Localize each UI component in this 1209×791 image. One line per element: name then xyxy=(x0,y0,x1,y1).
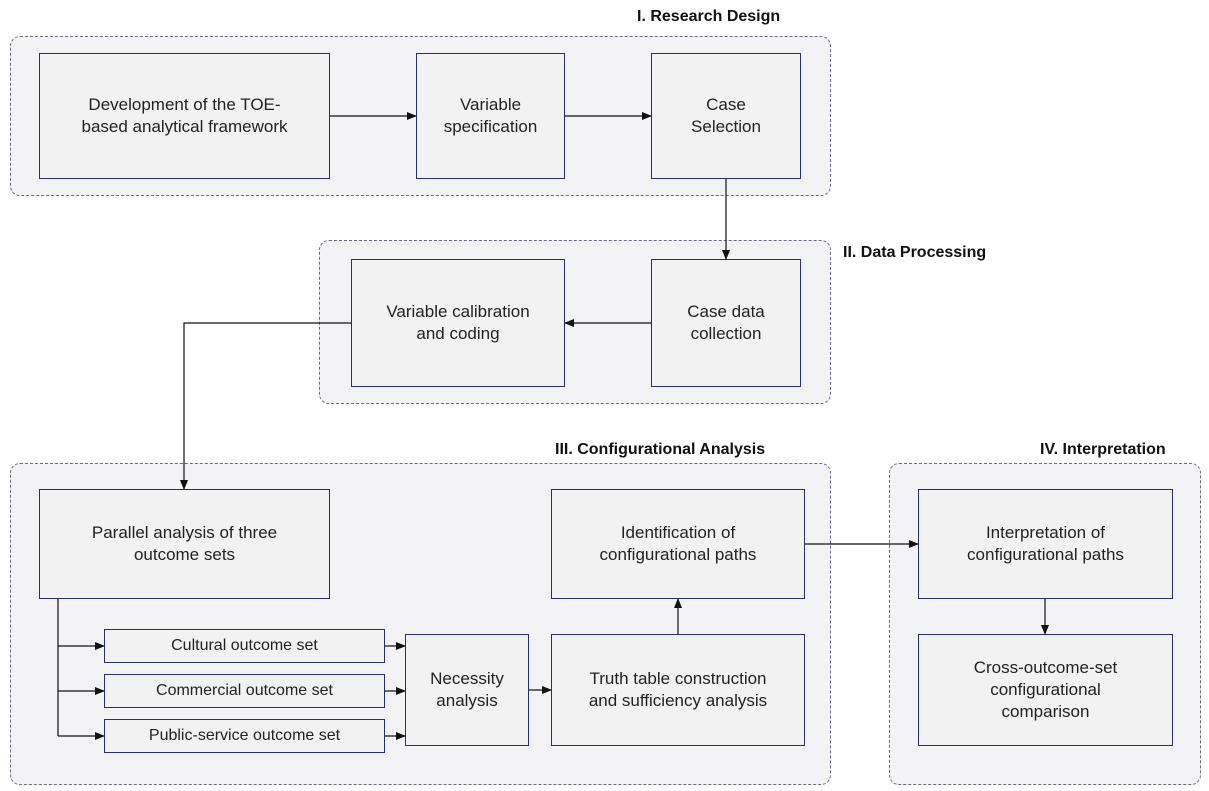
node-public-service-outcome-set: Public-service outcome set xyxy=(104,719,385,753)
node-variable-calibration: Variable calibration and coding xyxy=(351,259,565,387)
node-case-data-collection: Case data collection xyxy=(651,259,801,387)
node-case-selection: Case Selection xyxy=(651,53,801,179)
node-cross-comparison: Cross-outcome-set configurational compar… xyxy=(918,634,1173,746)
phase-title-interpretation: IV. Interpretation xyxy=(1040,441,1166,458)
node-variable-specification: Variable specification xyxy=(416,53,565,179)
phase-title-research-design: I. Research Design xyxy=(637,8,781,25)
phase-title-configurational-analysis: III. Configurational Analysis xyxy=(555,441,766,458)
node-identification-paths: Identification of configurational paths xyxy=(551,489,805,599)
node-interpretation-paths: Interpretation of configurational paths xyxy=(918,489,1173,599)
node-toe-framework: Development of the TOE- based analytical… xyxy=(39,53,330,179)
node-necessity-analysis: Necessity analysis xyxy=(405,634,529,746)
phase-title-data-processing: II. Data Processing xyxy=(843,244,987,261)
node-cultural-outcome-set: Cultural outcome set xyxy=(104,629,385,663)
node-commercial-outcome-set: Commercial outcome set xyxy=(104,674,385,708)
node-truth-table: Truth table construction and sufficiency… xyxy=(551,634,805,746)
node-parallel-analysis: Parallel analysis of three outcome sets xyxy=(39,489,330,599)
